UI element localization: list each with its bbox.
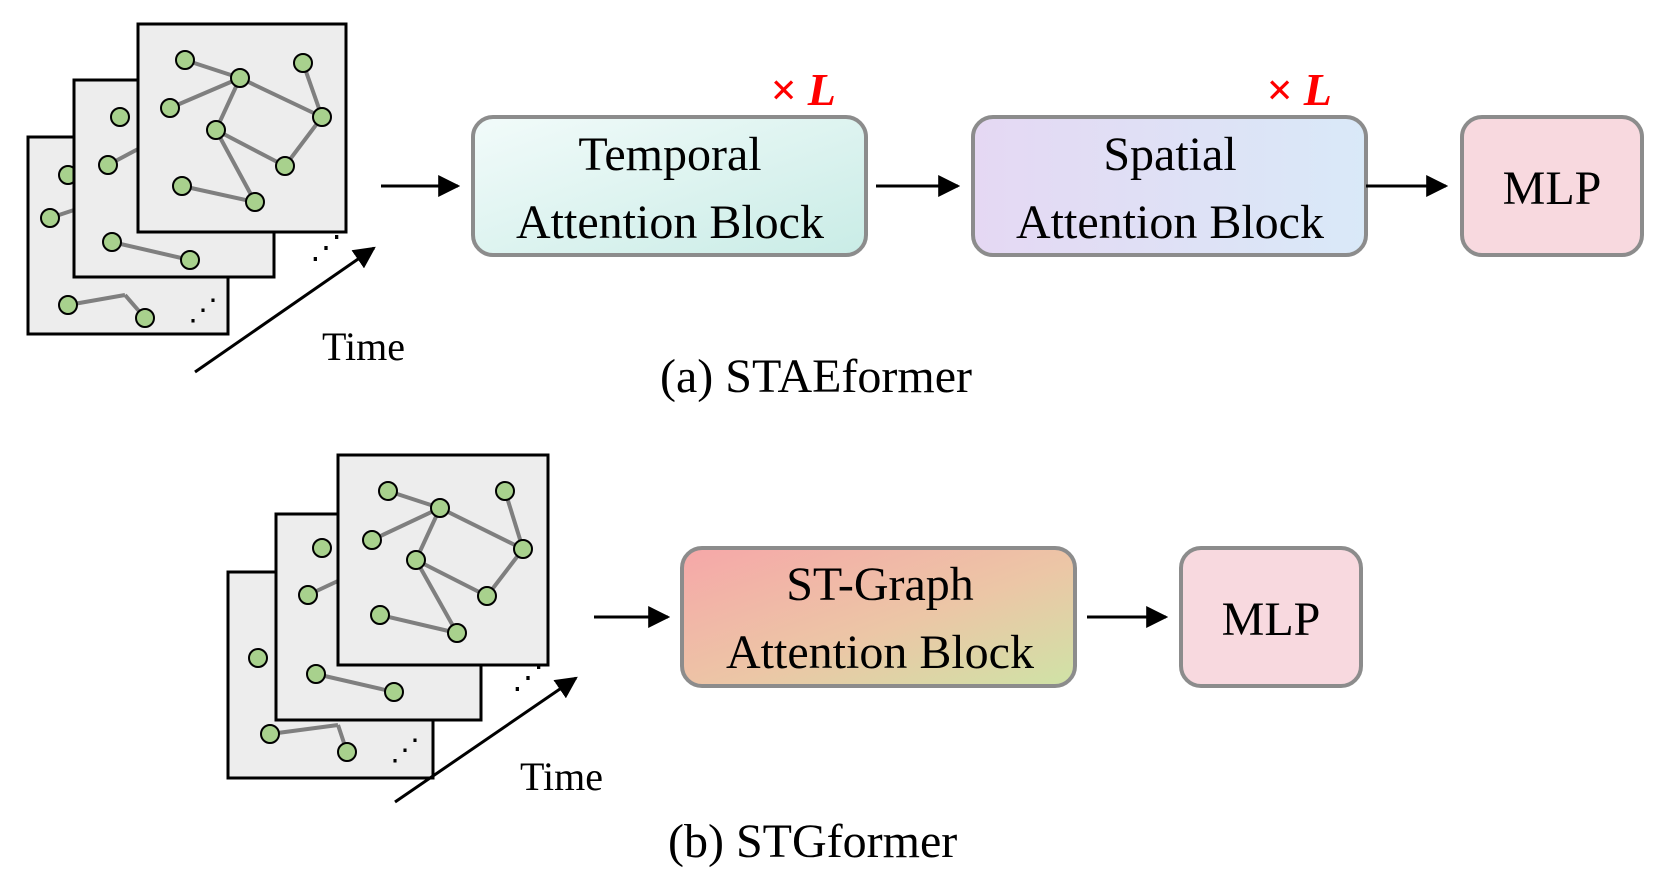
svg-text:⋰: ⋰: [188, 294, 218, 327]
graph-frame: [336, 453, 550, 667]
panel-caption: (b) STGformer: [668, 815, 957, 868]
frame-stack-b: ⋰: [226, 453, 550, 780]
graph-frame: [136, 22, 348, 234]
svg-text:⋰: ⋰: [390, 734, 420, 767]
temporal-attention-block: Temporal Attention Block: [471, 115, 868, 257]
time-arrow: [394, 676, 578, 804]
frame-stack-a: ⋰: [26, 22, 348, 336]
mlp-block: MLP: [1460, 115, 1644, 257]
block-label: Temporal: [578, 128, 761, 181]
panel-b: ⋰: [226, 453, 1363, 868]
block-label: Spatial: [1103, 128, 1236, 181]
block-label: ST-Graph: [786, 558, 974, 611]
block-label: Attention Block: [1016, 196, 1324, 249]
time-arrow: [194, 246, 376, 374]
st-graph-attention-block: ST-Graph Attention Block: [680, 546, 1077, 688]
block-label: MLP: [1222, 593, 1321, 646]
repeat-multiplier: × L: [770, 64, 836, 115]
panel-caption: (a) STAEformer: [660, 350, 972, 403]
time-label: Time: [322, 324, 405, 369]
block-label: Attention Block: [516, 196, 824, 249]
panel-a: ⋰: [26, 22, 1644, 403]
ellipsis: ⋰: [512, 659, 544, 695]
repeat-multiplier: × L: [1266, 64, 1332, 115]
ellipsis: ⋰: [310, 229, 342, 265]
mlp-block: MLP: [1179, 546, 1363, 688]
time-label: Time: [520, 754, 603, 799]
block-label: MLP: [1503, 162, 1602, 215]
block-label: Attention Block: [726, 626, 1034, 679]
spatial-attention-block: Spatial Attention Block: [971, 115, 1368, 257]
